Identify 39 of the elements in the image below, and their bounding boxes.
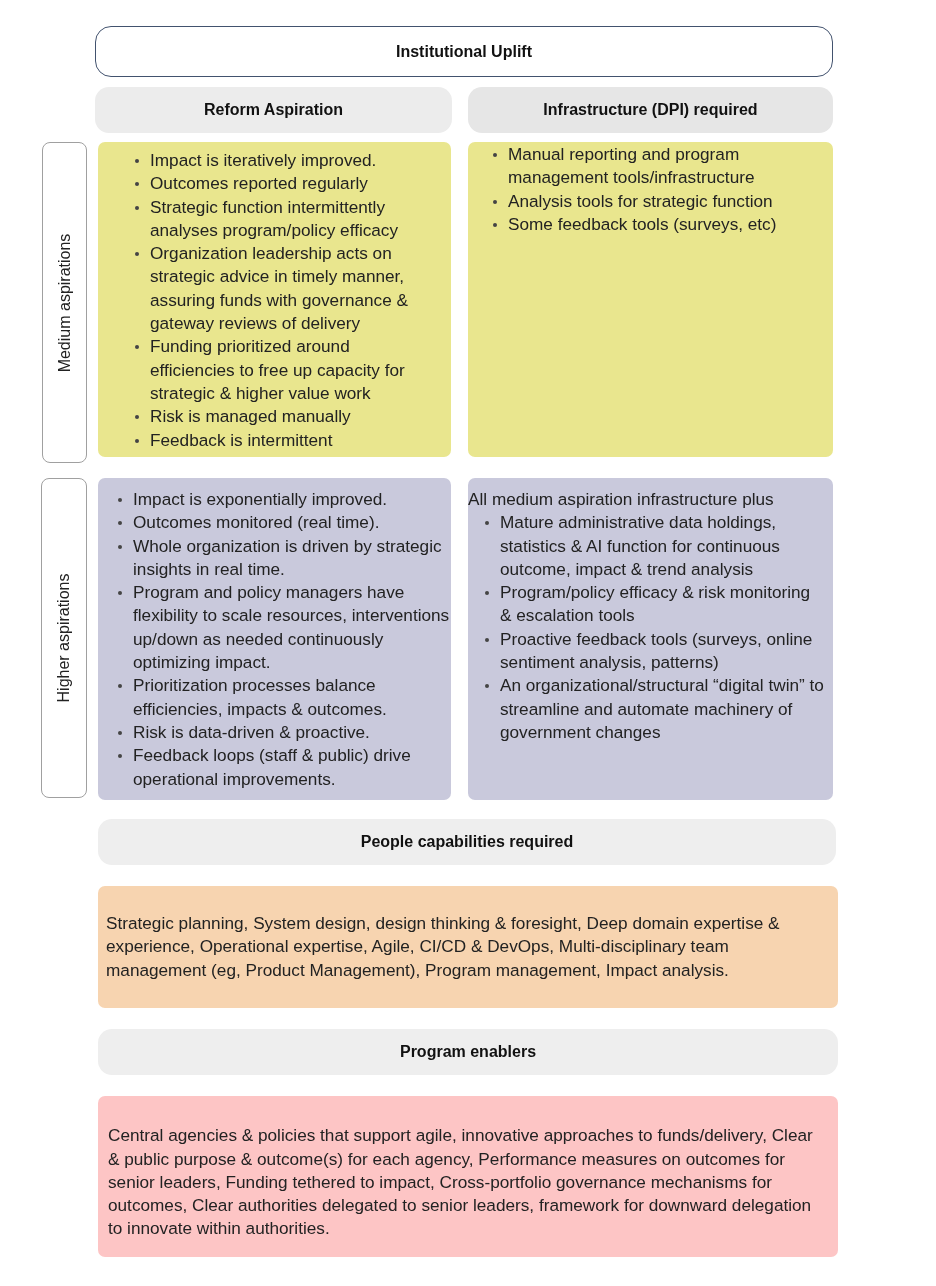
bullet-item: Analysis tools for strategic function bbox=[492, 189, 825, 213]
bullet-item: Prioritization processes balance efficiencies, impacts & outcomes. bbox=[117, 674, 451, 721]
bullet-item: Risk is data-driven & proactive. bbox=[117, 720, 451, 745]
section-header: Reform Aspiration bbox=[95, 87, 452, 133]
intro-text: All medium aspiration infrastructure plus bbox=[468, 488, 775, 511]
bullet-item: Outcomes reported regularly bbox=[134, 172, 435, 196]
row-label-box bbox=[42, 142, 87, 463]
bullet-item: Program and policy managers have flexibility to scale resources, interventions up/down as needed continuously optimizing impact. bbox=[117, 581, 451, 675]
bullet-item: Funding prioritized around efficiencies to free up capacity for strategic & higher value work bbox=[134, 335, 435, 406]
bullet-item: Organization leadership acts on strategic advice in timely manner, assuring funds with governance & gateway reviews of delivery bbox=[134, 242, 435, 336]
bullet-item: Proactive feedback tools (surveys, online sentiment analysis, patterns) bbox=[484, 627, 825, 675]
aspiration-panel bbox=[98, 142, 451, 457]
bullet-item: Mature administrative data holdings, statistics & AI function for continuous outcome, impact & trend analysis bbox=[484, 511, 825, 582]
row-label: Medium aspirations bbox=[54, 233, 74, 372]
bullet-item: Feedback loops (staff & public) drive operational improvements. bbox=[117, 744, 451, 791]
bullet-item: Some feedback tools (surveys, etc) bbox=[492, 212, 825, 237]
bullet-item: Impact is exponentially improved. bbox=[117, 488, 451, 512]
row-label-box bbox=[41, 478, 87, 798]
section-header: People capabilities required bbox=[98, 819, 836, 865]
description-text: Central agencies & policies that support agile, innovative approaches to funds/delivery, Clear & public purpose & outcome(s) for each agency, Performance measures on outcomes for senior leaders, Funding tethered to impact, Cross-portfolio governance mechanisms for outcomes, Clear authorities delegated to senior leaders, framework for downward delegation to innovate within authorities. bbox=[108, 1124, 814, 1241]
bullet-item: Program/policy efficacy & risk monitoring & escalation tools bbox=[484, 581, 825, 628]
bullet-item: Impact is iteratively improved. bbox=[134, 149, 435, 173]
bullet-item: Feedback is intermittent bbox=[134, 428, 435, 452]
bullet-item: An organizational/structural “digital twin” to streamline and automate machinery of government changes bbox=[484, 674, 825, 745]
description-text: Strategic planning, System design, design thinking & foresight, Deep domain expertise & experience, Operational expertise, Agile, CI/CD & DevOps, Multi-disciplinary team management (eg, Product Management), Program management, Impact analysis. bbox=[106, 912, 781, 982]
bullet-item: Strategic function intermittently analyses program/policy efficacy bbox=[134, 195, 435, 243]
aspiration-panel bbox=[468, 142, 833, 457]
row-label: Higher aspirations bbox=[54, 573, 73, 703]
title-banner: Institutional Uplift bbox=[95, 26, 833, 77]
section-header: Infrastructure (DPI) required bbox=[468, 87, 833, 133]
bullet-item: Risk is managed manually bbox=[134, 405, 435, 429]
bullet-item: Manual reporting and program management tools/infrastructure bbox=[492, 143, 825, 190]
aspiration-panel bbox=[468, 478, 833, 800]
section-header: Program enablers bbox=[98, 1029, 838, 1075]
bullet-item: Outcomes monitored (real time). bbox=[117, 511, 451, 535]
aspiration-panel bbox=[98, 478, 451, 800]
bullet-item: Whole organization is driven by strategic insights in real time. bbox=[117, 534, 451, 582]
description-panel bbox=[98, 1096, 838, 1257]
description-panel bbox=[98, 886, 838, 1008]
